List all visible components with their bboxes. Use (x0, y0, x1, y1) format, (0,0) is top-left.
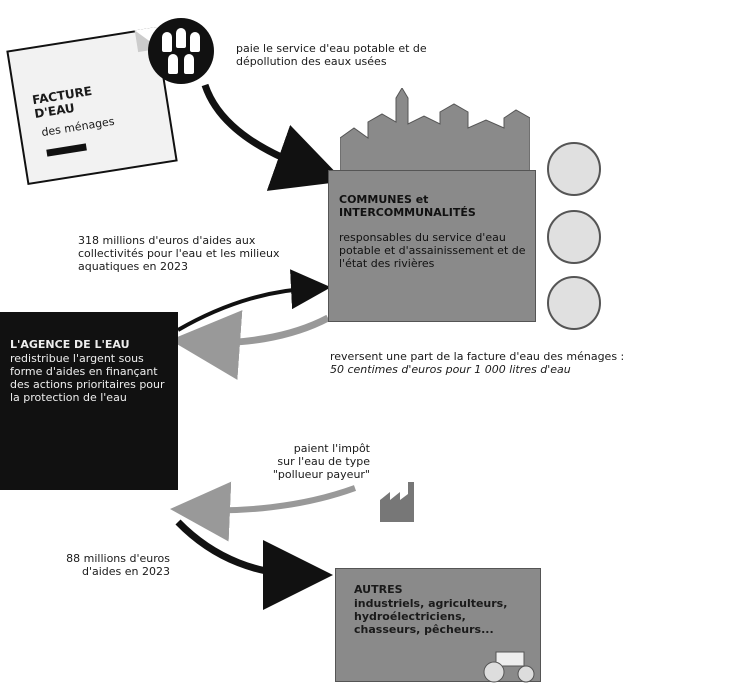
river-icon (547, 276, 601, 330)
arrow-communes-to-agence (170, 310, 330, 380)
tractor-icon (483, 651, 535, 683)
sanitation-icon (547, 210, 601, 264)
factory-icon (380, 482, 414, 522)
arrow-autres-to-agence (170, 481, 357, 542)
redevance-line2: sur l'eau de type (277, 455, 370, 468)
redevance-line1: paient l'impôt (293, 442, 370, 455)
autres-subtitle: industriels, agriculteurs, hydroélectric… (354, 597, 508, 636)
invoice-title: FACTURE D'EAU (31, 84, 95, 121)
redevance-text: paient l'impôt sur l'eau de type "pollue… (250, 442, 370, 481)
aides-collectivites-text: 318 millions d'euros d'aides aux collect… (78, 234, 280, 273)
aides-autres-text: 88 millions d'euros d'aides en 2023 (20, 552, 170, 578)
agence-title: L'AGENCE DE L'EAU (10, 338, 130, 351)
redevance-line3: "pollueur payeur" (272, 468, 370, 481)
communes-receive-line1: reversent une part de la facture d'eau d… (330, 350, 625, 363)
town-skyline-icon (340, 88, 530, 172)
communes-subtitle: responsables du service d'eau potable et… (339, 231, 526, 270)
agence-box: L'AGENCE DE L'EAU redistribue l'argent s… (0, 312, 178, 490)
households-icon (148, 18, 214, 84)
autres-title: AUTRES (354, 583, 403, 596)
drinking-water-icon (547, 142, 601, 196)
arrow-agence-to-communes (177, 269, 331, 332)
aides-autres-line2: d'aides en 2023 (81, 565, 170, 578)
households-text: paie le service d'eau potable et de dépo… (236, 42, 427, 68)
arrow-agence-to-autres (175, 519, 333, 610)
communes-receive-text: reversent une part de la facture d'eau d… (330, 350, 730, 376)
communes-box: COMMUNES et INTERCOMMUNALITÉS responsabl… (328, 170, 536, 322)
communes-title: COMMUNES et INTERCOMMUNALITÉS (339, 193, 476, 219)
agence-subtitle: redistribue l'argent sous forme d'aides … (10, 352, 165, 404)
autres-box: AUTRES industriels, agriculteurs, hydroé… (335, 568, 541, 682)
arrow-households-to-communes (201, 83, 345, 191)
aides-autres-line1: 88 millions d'euros (66, 552, 170, 565)
communes-receive-line2: 50 centimes d'euros pour 1 000 litres d'… (330, 363, 571, 376)
invoice-bar-icon (46, 143, 87, 157)
